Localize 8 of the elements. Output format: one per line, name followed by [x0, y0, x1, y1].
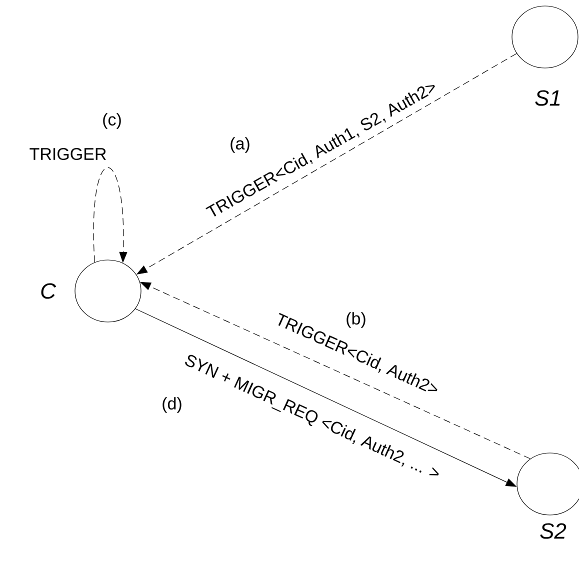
node-name: S1: [535, 90, 560, 106]
node-name: C: [41, 283, 56, 299]
edge-label: TRIGGER: [28, 146, 108, 162]
arrow: [93, 167, 128, 263]
step-label: (c): [103, 113, 121, 129]
step-label: (a): [230, 137, 250, 153]
node-name: S2: [540, 523, 566, 539]
step-label: (d): [162, 397, 182, 413]
